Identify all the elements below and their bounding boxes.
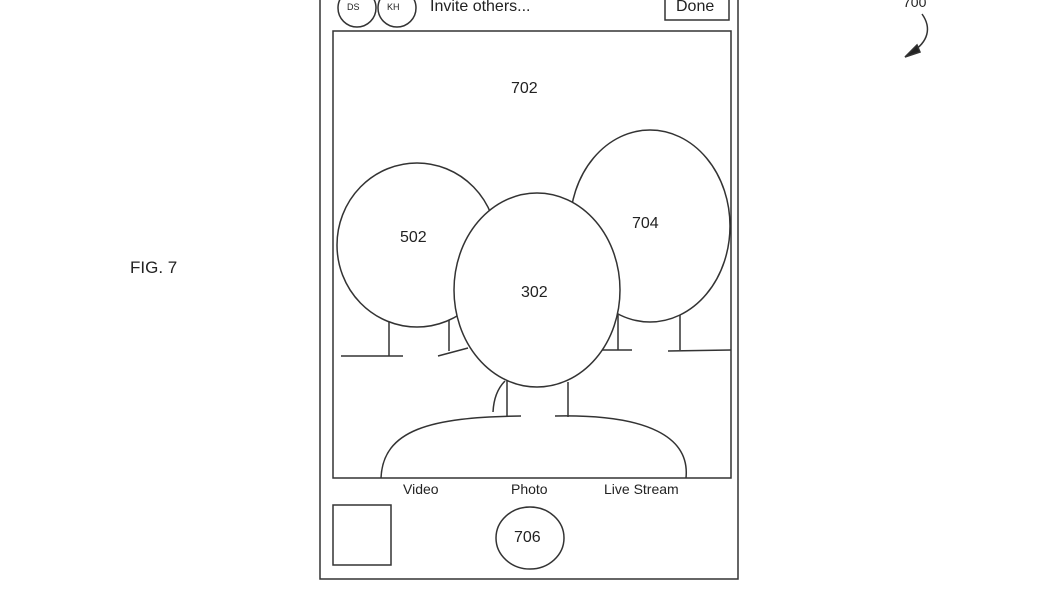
figure-reference: 700 (903, 0, 927, 10)
shutter-button[interactable] (495, 506, 565, 570)
face-302-label: 302 (521, 284, 548, 301)
person-302 (380, 192, 687, 479)
mode-video[interactable]: Video (403, 481, 439, 497)
done-button-frame[interactable] (664, 0, 730, 21)
arrow-head (904, 43, 922, 58)
done-button[interactable]: Done (676, 0, 715, 15)
invite-others-field[interactable]: Invite others... (430, 0, 531, 15)
avatar-kh[interactable] (377, 0, 417, 28)
phone-outline (319, 0, 739, 580)
reference-arrow (911, 13, 929, 53)
gallery-thumbnail[interactable] (332, 504, 392, 566)
avatar-kh-label: KH (387, 2, 400, 12)
figure-label: FIG. 7 (130, 258, 178, 277)
face-704-label: 704 (632, 215, 659, 232)
face-302 (453, 192, 621, 388)
face-502-label: 502 (400, 229, 427, 246)
viewfinder-reference: 702 (511, 80, 538, 97)
shutter-label: 706 (514, 529, 541, 546)
mode-photo[interactable]: Photo (511, 481, 548, 497)
avatar-ds[interactable] (337, 0, 377, 28)
avatar-ds-label: DS (347, 2, 360, 12)
mode-live-stream[interactable]: Live Stream (604, 481, 679, 497)
viewfinder (332, 30, 732, 479)
